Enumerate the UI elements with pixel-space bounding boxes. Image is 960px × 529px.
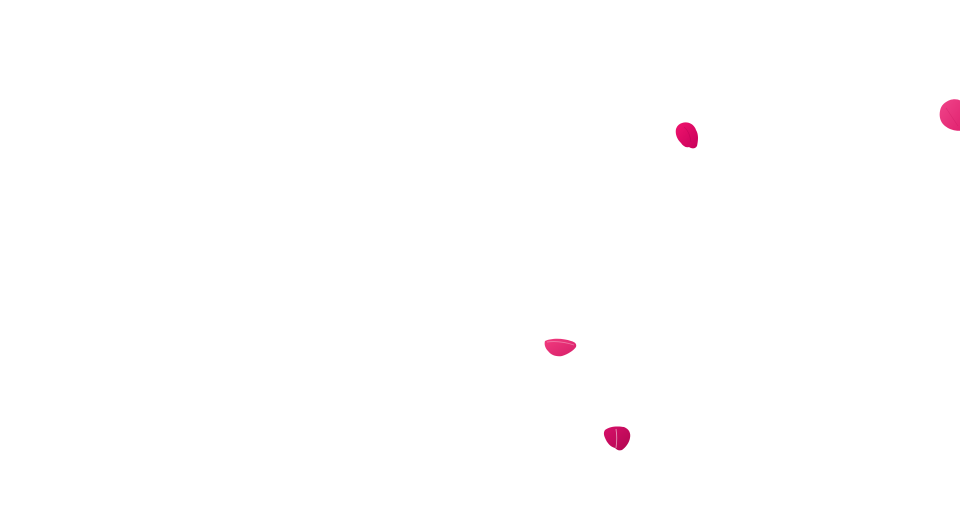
rose-petal-1 xyxy=(675,122,698,149)
rose-petal-4 xyxy=(603,426,631,451)
rose-petal-2 xyxy=(939,99,960,131)
rose-petal-3 xyxy=(544,338,577,357)
